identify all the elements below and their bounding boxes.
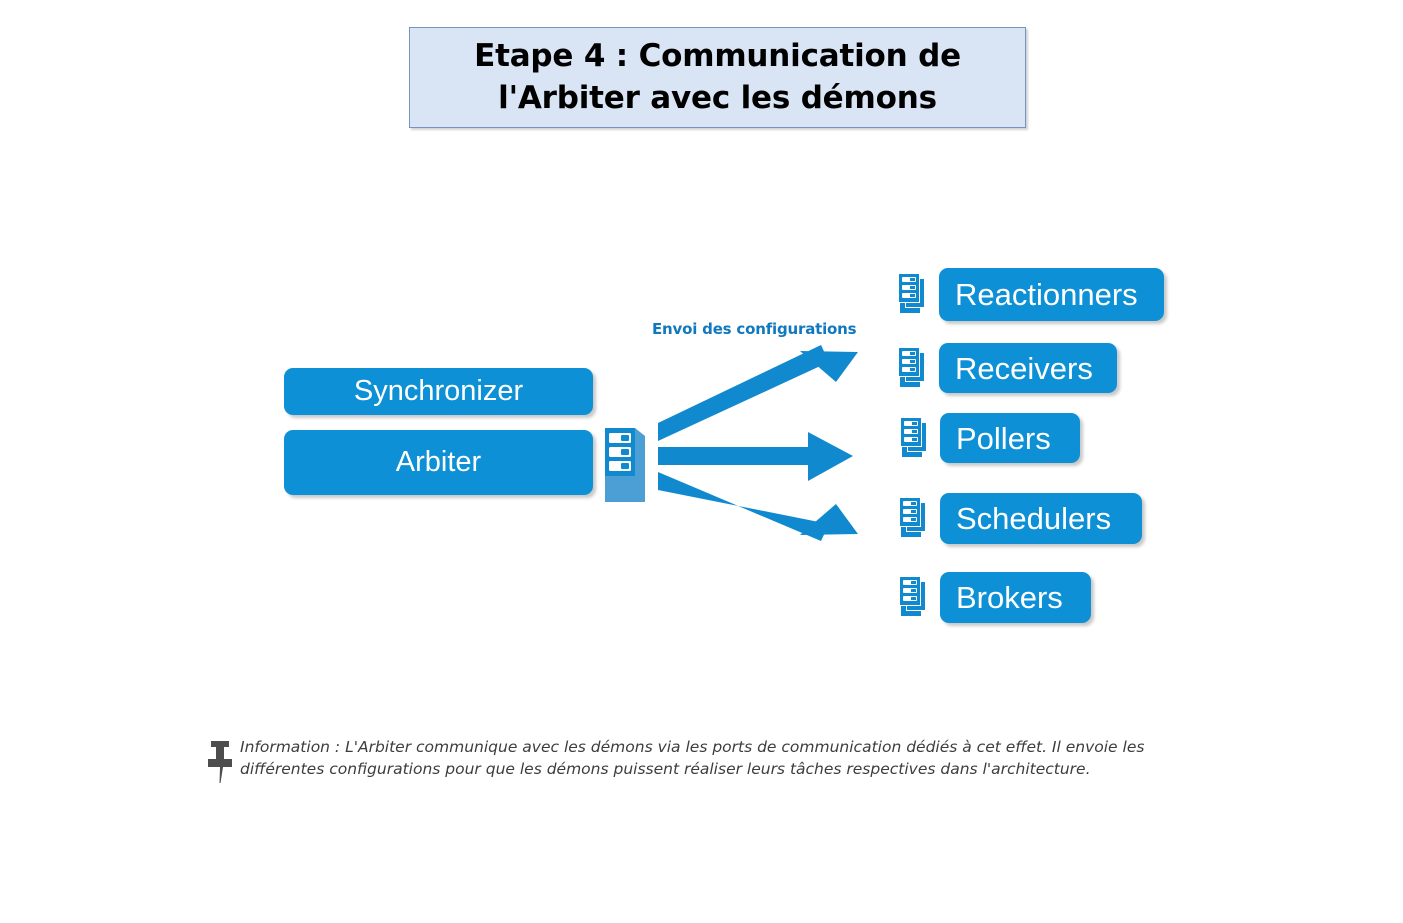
server-rack-icon (605, 428, 645, 502)
daemon-box-pollers[interactable]: Pollers (940, 413, 1080, 463)
daemon-label-brokers: Brokers (956, 580, 1063, 615)
stacked-servers-icon (898, 347, 925, 387)
arrow-down (658, 472, 858, 541)
information-note: Information : L'Arbiter communique avec … (204, 736, 1204, 786)
daemon-box-schedulers[interactable]: Schedulers (940, 493, 1142, 544)
daemon-box-receivers[interactable]: Receivers (939, 343, 1117, 393)
component-box-arbiter[interactable]: Arbiter (284, 430, 593, 495)
flow-caption: Envoi des configurations (652, 320, 857, 338)
daemon-label-reactionners: Reactionners (955, 277, 1138, 312)
arrow-up (658, 345, 858, 441)
component-label-synchronizer: Synchronizer (353, 375, 524, 407)
title-banner: Etape 4 : Communication de l'Arbiter ave… (409, 27, 1026, 128)
page-title: Etape 4 : Communication de l'Arbiter ave… (474, 37, 961, 116)
stacked-servers-icon (900, 417, 927, 457)
component-box-synchronizer[interactable]: Synchronizer (284, 368, 593, 415)
component-label-arbiter: Arbiter (395, 446, 482, 478)
information-note-text: Information : L'Arbiter communique avec … (240, 738, 1145, 779)
daemon-box-reactionners[interactable]: Reactionners (939, 268, 1164, 321)
stacked-servers-icon (899, 576, 926, 616)
stacked-servers-icon (898, 273, 925, 313)
daemon-label-receivers: Receivers (955, 350, 1093, 386)
stacked-servers-icon (899, 497, 926, 537)
arrow-straight (658, 432, 853, 481)
daemon-box-brokers[interactable]: Brokers (940, 572, 1091, 623)
daemon-label-pollers: Pollers (956, 420, 1051, 456)
daemon-label-schedulers: Schedulers (956, 501, 1112, 536)
pushpin-icon (208, 741, 232, 783)
